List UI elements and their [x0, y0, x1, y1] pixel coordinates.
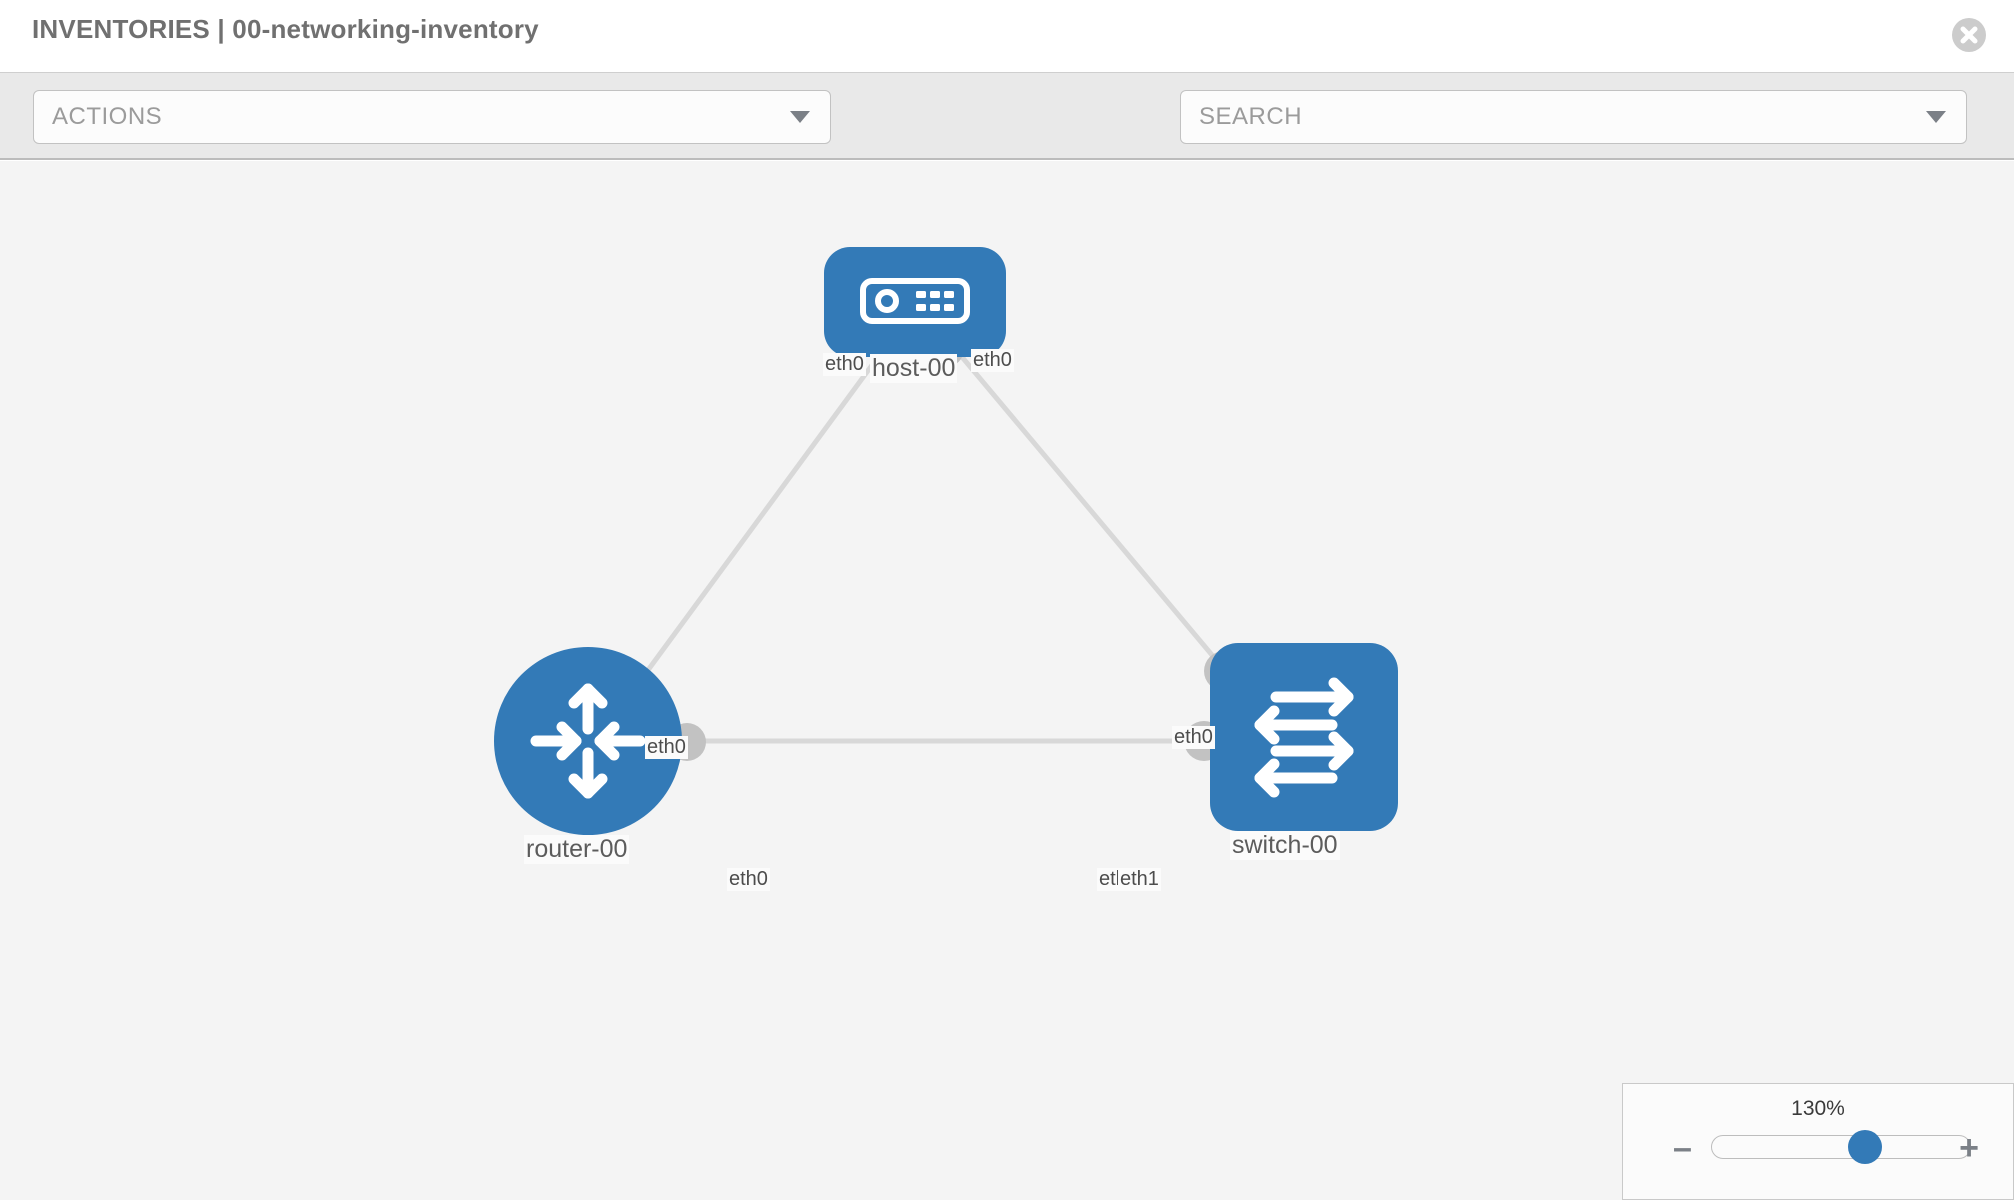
- chevron-down-icon: [1926, 111, 1946, 123]
- port-label-host-left: eth0: [823, 353, 866, 376]
- node-switch-00-shape[interactable]: [1210, 643, 1398, 831]
- node-router-00-label: router-00: [524, 835, 630, 864]
- switch-arrows-icon: [1254, 677, 1354, 798]
- node-host-00-label: host-00: [870, 354, 958, 383]
- link-host-switch: [959, 354, 1241, 689]
- port-label-switch-eth1: eth1: [1118, 868, 1161, 891]
- actions-dropdown-label: ACTIONS: [52, 103, 163, 130]
- topology-canvas[interactable]: host-00 router-00: [0, 161, 2014, 1200]
- page-header: INVENTORIES | 00-networking-inventory: [0, 0, 2014, 72]
- zoom-in-button[interactable]: +: [1959, 1129, 1979, 1167]
- zoom-slider-thumb[interactable]: [1847, 1130, 1882, 1164]
- page-title: INVENTORIES | 00-networking-inventory: [32, 14, 539, 44]
- router-arrows-icon: [530, 683, 646, 799]
- search-input[interactable]: SEARCH: [1180, 90, 1967, 144]
- node-host-00[interactable]: host-00: [824, 247, 1006, 383]
- server-device-icon: [860, 278, 970, 324]
- node-switch-00[interactable]: switch-00: [1210, 643, 1398, 860]
- topology-links: [637, 354, 1241, 744]
- node-host-00-shape[interactable]: [824, 247, 1006, 357]
- zoom-slider-track[interactable]: [1711, 1130, 1971, 1164]
- node-switch-00-label: switch-00: [1230, 831, 1340, 860]
- port-label-router-eth0: eth0: [727, 868, 770, 891]
- zoom-control-panel: 130% – +: [1622, 1083, 2014, 1200]
- port-label-router-uplink: eth0: [645, 736, 688, 759]
- actions-dropdown[interactable]: ACTIONS: [33, 90, 831, 144]
- close-icon[interactable]: [1952, 18, 1986, 52]
- zoom-out-button[interactable]: –: [1673, 1129, 1692, 1167]
- port-label-switch-uplink: eth0: [1172, 726, 1215, 749]
- port-label-host-right: eth0: [971, 349, 1014, 372]
- link-host-router: [637, 354, 881, 684]
- zoom-level-value: 130%: [1791, 1097, 1845, 1120]
- search-placeholder: SEARCH: [1199, 103, 1303, 130]
- topology-toolbar: ACTIONS SEARCH: [0, 72, 2014, 205]
- chevron-down-icon: [790, 111, 810, 123]
